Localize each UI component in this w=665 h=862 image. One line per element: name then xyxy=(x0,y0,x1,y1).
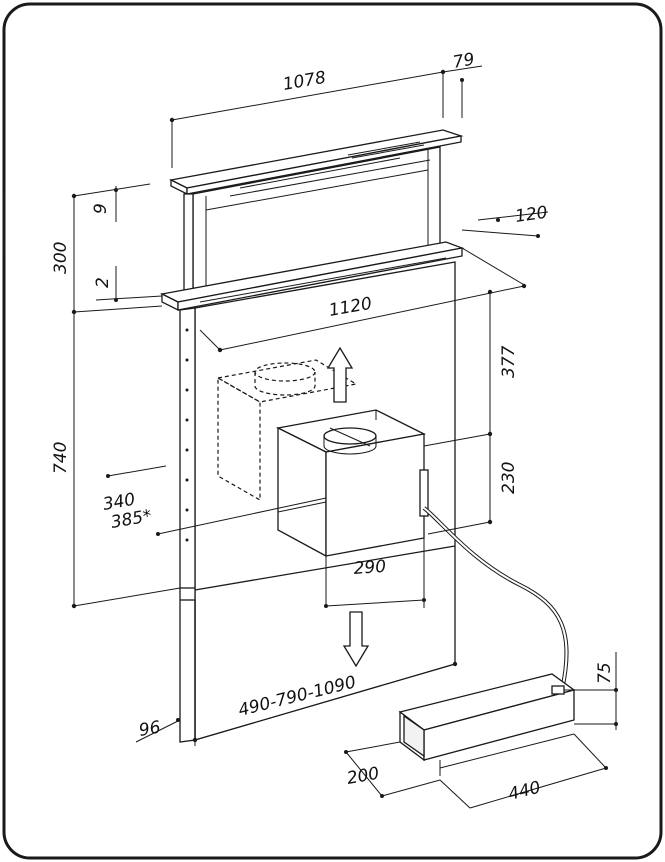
dim-75: 75 xyxy=(595,662,615,684)
dim-2: 2 xyxy=(93,277,113,288)
dim-79: 79 xyxy=(451,49,476,72)
dim-440: 440 xyxy=(506,778,542,805)
dim-9: 9 xyxy=(91,203,111,214)
dim-290: 290 xyxy=(353,557,387,579)
airflow-up-arrow xyxy=(326,346,354,403)
dim-96: 96 xyxy=(137,717,162,740)
motor-block xyxy=(275,409,429,558)
dim-740: 740 xyxy=(51,442,71,474)
airflow-down-arrow xyxy=(342,611,370,668)
dim-300: 300 xyxy=(51,242,71,274)
dim-230: 230 xyxy=(499,462,519,494)
dim-1078: 1078 xyxy=(281,68,327,95)
control-box xyxy=(398,673,576,776)
countertop-frame xyxy=(159,241,465,312)
dimension-lines xyxy=(71,65,618,809)
dim-200: 200 xyxy=(345,764,380,789)
dim-377: 377 xyxy=(499,345,519,378)
dim-120: 120 xyxy=(514,203,549,227)
motor-alt-position xyxy=(216,359,358,502)
